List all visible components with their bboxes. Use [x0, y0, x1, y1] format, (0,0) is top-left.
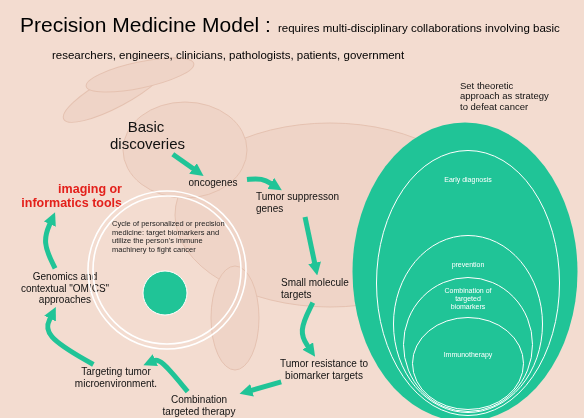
- ellipse-shape: [377, 151, 560, 416]
- ellipse-shape: [353, 123, 578, 418]
- node-text: Tumor suppresson genes: [256, 191, 348, 214]
- node-text: prevention: [393, 261, 543, 269]
- node-text: Targeting tumor microenvironment.: [72, 366, 160, 389]
- cycle-arrow: [302, 303, 313, 348]
- cycle-step: Tumor suppresson genes: [256, 191, 348, 214]
- nested-circle-outline: [412, 317, 524, 410]
- rabbit-leg: [211, 266, 259, 370]
- cycle-arrow: [153, 360, 188, 392]
- cycle-arrow: [250, 382, 282, 391]
- title-block: Precision Medicine Model :requires multi…: [20, 12, 580, 68]
- title: Precision Medicine Model :: [20, 13, 271, 36]
- inner-ring: [93, 196, 241, 344]
- cycle-arrow: [173, 154, 195, 170]
- cycle-arrow: [247, 179, 273, 185]
- outer-ring: [88, 191, 246, 349]
- cycle-step: Targeting tumor microenvironment.: [72, 366, 160, 389]
- core-circle: [143, 271, 187, 315]
- node-text: oncogenes: [182, 177, 244, 189]
- nested-circle: Early diagnosis preventionCombination of …: [376, 150, 560, 416]
- node-text: Tumor resistance to biomarker targets: [273, 358, 375, 381]
- node-text: Small molecule targets: [281, 277, 359, 300]
- cycle-step: Basic discoveries: [110, 118, 182, 153]
- node-text: Set theoretic approach as strategy to de…: [460, 81, 552, 112]
- node-text: imaging or informatics tools: [2, 182, 122, 211]
- cycle-arrow: [46, 222, 56, 269]
- strategy-ellipse: Set theoretic approach as strategy to de…: [352, 122, 578, 418]
- cycle-step: oncogenes: [182, 177, 244, 189]
- ellipse-shape: [394, 236, 543, 413]
- cycle-step-highlight: imaging or informatics tools: [2, 182, 122, 211]
- node-text: Early diagnosis: [376, 176, 560, 184]
- node-text: Cycle of personalized or precision medic…: [112, 220, 232, 255]
- cycle-step: Combination targeted therapy: [160, 394, 238, 417]
- ellipse-shape: [404, 278, 533, 412]
- node-text: Combination of targeted biomarkers: [437, 287, 499, 311]
- nested-circle: Combination of targeted biomarkersImmuno…: [403, 277, 533, 412]
- cycle-step: Tumor resistance to biomarker targets: [273, 358, 375, 381]
- node-text: Immunotherapy: [412, 351, 524, 359]
- nested-circle: preventionCombination of targeted biomar…: [393, 235, 543, 413]
- ellipse-shape: [413, 318, 524, 410]
- node-text: Combination targeted therapy: [160, 394, 238, 417]
- cycle-circle: Cycle of personalized or precision medic…: [85, 190, 249, 350]
- cycle-arrow: [48, 316, 94, 364]
- cycle-circle-outline: [85, 190, 249, 350]
- cycle-step: Small molecule targets: [281, 277, 359, 300]
- nested-circle: Immunotherapy: [412, 317, 524, 410]
- cycle-arrow: [305, 217, 315, 265]
- node-text: Basic discoveries: [110, 118, 182, 153]
